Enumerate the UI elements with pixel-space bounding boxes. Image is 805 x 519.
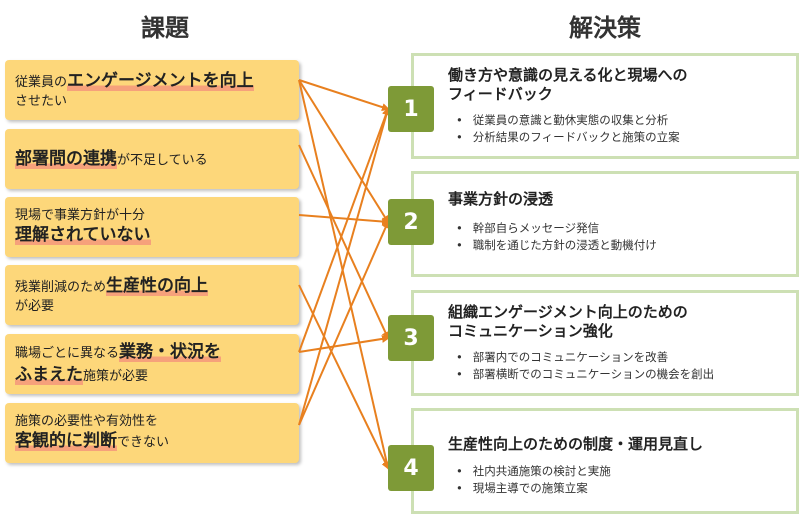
issue-text-line: ふまえた施策が必要 <box>15 364 289 387</box>
solution-bullets: 社内共通施策の検討と実施 現場主導での施策立案 <box>456 463 611 496</box>
solution-number-badge-1: 1 <box>388 86 434 132</box>
bullet-item: 職制を通じた方針の浸透と動機付け <box>456 237 657 254</box>
issue-emphasis-text: 客観的に判断 <box>15 431 117 452</box>
issue-text: させたい <box>15 93 68 109</box>
issue-text-line: 理解されていない <box>15 224 289 247</box>
solution-number-badge-4: 4 <box>388 445 434 491</box>
connection-arrow-5-to-1 <box>298 107 390 353</box>
issue-text: 施策の必要性や有効性を <box>15 413 159 429</box>
issue-text-line: 施策の必要性や有効性を <box>15 413 289 431</box>
solution-box-4: 生産性向上のための制度・運用見直し 社内共通施策の検討と実施 現場主導での施策立… <box>411 408 799 514</box>
issue-text: 残業削減のため <box>15 279 107 295</box>
issue-emphasis-text: 理解されていない <box>15 225 151 246</box>
issue-text-line: させたい <box>15 93 289 111</box>
issue-emphasis-text: 生産性の向上 <box>106 275 209 296</box>
issue-box-6: 施策の必要性や有効性を客観的に判断できない <box>5 403 299 463</box>
bullet-item: 幹部自らメッセージ発信 <box>456 220 657 237</box>
issue-emphasis-text: ふまえた <box>15 365 83 385</box>
issue-text: が不足している <box>117 152 208 168</box>
issue-text-line: 現場で事業方針が十分 <box>15 207 289 225</box>
issue-text-line: が必要 <box>15 298 289 316</box>
bullet-item: 部署横断でのコミュニケーションの機会を創出 <box>456 366 714 383</box>
solution-title: 事業方針の浸透 <box>448 190 554 208</box>
connection-arrow-5-to-3 <box>298 334 390 353</box>
solution-bullets: 従業員の意識と勤休実態の収集と分析 分析結果のフィードバックと施策の立案 <box>456 112 680 145</box>
issue-text-line: 残業削減のため生産性の向上 <box>15 275 289 298</box>
issue-box-4: 残業削減のため生産性の向上が必要 <box>5 265 299 325</box>
issue-text-line: 従業員のエンゲージメントを向上 <box>15 70 289 93</box>
connection-arrow-3-to-2 <box>298 214 390 226</box>
issue-box-3: 現場で事業方針が十分理解されていない <box>5 197 299 257</box>
solution-number-badge-3: 3 <box>388 315 434 361</box>
bullet-item: 現場主導での施策立案 <box>456 480 611 497</box>
issue-text: 従業員の <box>15 74 68 90</box>
issues-heading: 課題 <box>141 14 189 42</box>
issue-emphasis-text: 部署間の連携 <box>15 148 117 169</box>
connection-arrow-4-to-4 <box>298 284 389 470</box>
bullet-item: 部署内でのコミュニケーションを改善 <box>456 349 714 366</box>
issue-emphasis-text: 業務・状況を <box>119 342 222 363</box>
issue-text: 現場で事業方針が十分 <box>15 207 146 223</box>
issue-text-line: 職場ごとに異なる業務・状況を <box>15 341 289 364</box>
solution-number-badge-2: 2 <box>388 199 434 245</box>
solution-box-2: 事業方針の浸透 幹部自らメッセージ発信 職制を通じた方針の浸透と動機付け <box>411 171 799 277</box>
solution-title: 生産性向上のための制度・運用見直し <box>448 435 704 453</box>
solution-bullets: 幹部自らメッセージ発信 職制を通じた方針の浸透と動機付け <box>456 220 657 253</box>
bullet-item: 社内共通施策の検討と実施 <box>456 463 611 480</box>
issue-text-line: 客観的に判断できない <box>15 430 289 453</box>
bullet-item: 分析結果のフィードバックと施策の立案 <box>456 129 680 146</box>
connection-arrow-1-to-1 <box>298 79 390 111</box>
issue-text: が必要 <box>15 298 55 314</box>
connection-arrow-2-to-3 <box>298 144 390 340</box>
issue-box-1: 従業員のエンゲージメントを向上させたい <box>5 60 299 120</box>
issue-text: 施策が必要 <box>83 369 149 384</box>
connection-arrow-6-to-2 <box>298 220 390 426</box>
connection-arrow-1-to-2 <box>298 79 390 224</box>
issue-emphasis-text: エンゲージメントを向上 <box>67 70 254 91</box>
issue-text: 職場ごとに異なる <box>15 346 120 362</box>
issue-text: できない <box>117 435 170 451</box>
solution-bullets: 部署内でのコミュニケーションを改善 部署横断でのコミュニケーションの機会を創出 <box>456 349 714 382</box>
issue-box-5: 職場ごとに異なる業務・状況をふまえた施策が必要 <box>5 334 299 394</box>
connection-arrow-1-to-4 <box>298 79 391 470</box>
solution-title: 組織エンゲージメント向上のためのコミュニケーション強化 <box>448 303 688 340</box>
issue-box-2: 部署間の連携が不足している <box>5 129 299 189</box>
issue-text-line: 部署間の連携が不足している <box>15 148 289 171</box>
bullet-item: 従業員の意識と勤休実態の収集と分析 <box>456 112 680 129</box>
connection-arrow-6-to-1 <box>298 107 391 426</box>
solution-title: 働き方や意識の見える化と現場へのフィードバック <box>448 66 688 103</box>
solutions-heading: 解決策 <box>569 14 641 42</box>
